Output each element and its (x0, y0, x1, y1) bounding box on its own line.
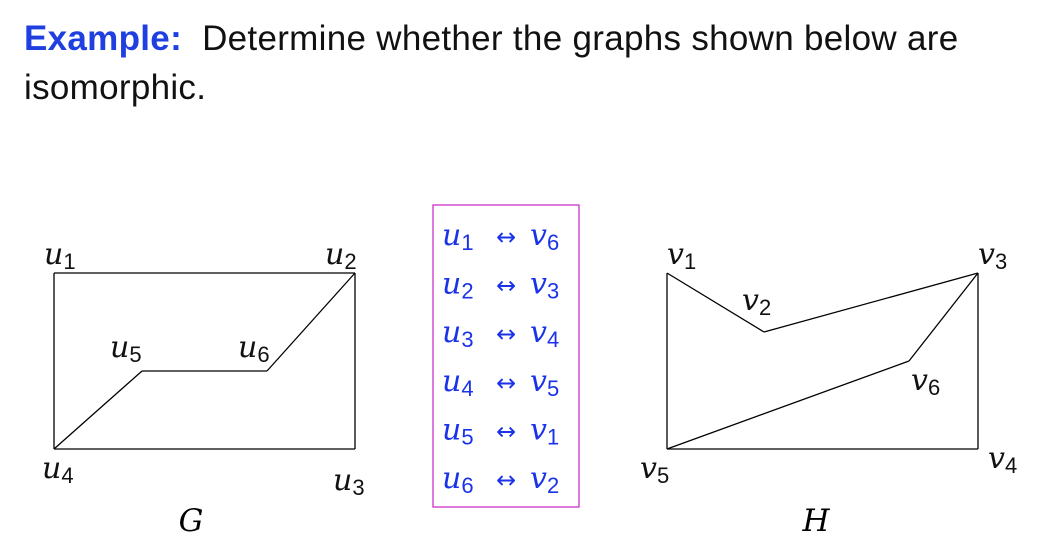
graph-h-vertex-label-v3: v3 (978, 237, 1007, 274)
graph-g-edge-u6-u2 (266, 272, 356, 372)
mapping-to: v1 (530, 412, 559, 449)
graph-h-edge-v6-v3 (908, 272, 979, 362)
graph-g-edge-u4-u5 (53, 370, 143, 450)
graph-g-labels: u1 u2 u3 u4 u5 u6 (42, 237, 365, 500)
mapping-arrow: ↔ (496, 369, 516, 397)
mapping-row: u4 ↔ v5 (442, 364, 559, 401)
graph-h-name: H (801, 503, 830, 539)
graph-h-vertex-label-v4: v4 (988, 441, 1017, 478)
graph-g-vertex-label-u1: u1 (44, 237, 76, 274)
mapping-to: v6 (530, 218, 559, 255)
graph-g-vertex-label-u5: u5 (110, 330, 142, 367)
mapping-row: u2 ↔ v3 (442, 267, 559, 304)
graph-h-edge-v1-v2 (666, 272, 765, 333)
example-question: Determine whether the graphs shown below… (24, 19, 959, 107)
graph-g-name: G (179, 503, 204, 539)
mapping-arrow: ↔ (496, 466, 516, 494)
mapping-to: v2 (530, 461, 559, 498)
graph-h-labels: v1 v2 v3 v4 v5 v6 (640, 237, 1017, 488)
mapping-row: u5 ↔ v1 (442, 412, 559, 449)
graph-h-edge-v2-v3 (763, 272, 979, 333)
graph-g-edges (53, 272, 356, 450)
graph-g-vertex-label-u2: u2 (325, 237, 357, 274)
mapping-arrow: ↔ (496, 272, 516, 300)
mapping-from: u5 (442, 412, 474, 449)
example-statement: Example: Determine whether the graphs sh… (24, 14, 1034, 112)
mapping-arrow: ↔ (496, 223, 516, 251)
mapping-row: u3 ↔ v4 (442, 315, 559, 352)
mapping-arrow: ↔ (496, 417, 516, 445)
mapping-rows: u1 ↔ v6 u2 ↔ v3 u3 ↔ v4 u4 ↔ v5 u5 ↔ v1 u6 ↔ v2 (442, 218, 559, 498)
graph-h-edge-v5-v6 (666, 360, 910, 450)
graph-h-vertex-label-v2: v2 (742, 283, 771, 320)
mapping-box (432, 204, 580, 508)
graph-g-vertex-label-u4: u4 (42, 451, 74, 488)
example-keyword: Example: (24, 19, 183, 58)
mapping-from: u3 (442, 315, 474, 352)
mapping-from: u1 (442, 218, 474, 255)
graph-g-vertex-label-u3: u3 (333, 463, 365, 500)
mapping-row: u1 ↔ v6 (442, 218, 559, 255)
mapping-row: u6 ↔ v2 (442, 461, 559, 498)
graph-h-vertex-label-v6: v6 (911, 363, 940, 400)
mapping-to: v5 (530, 364, 559, 401)
graph-h-vertex-label-v1: v1 (667, 237, 696, 274)
mapping-arrow: ↔ (496, 320, 516, 348)
mapping-from: u4 (442, 364, 474, 401)
graph-g-vertex-label-u6: u6 (238, 330, 270, 367)
mapping-to: v3 (530, 267, 559, 304)
mapping-from: u2 (442, 267, 474, 304)
mapping-to: v4 (530, 315, 559, 352)
mapping-from: u6 (442, 461, 474, 498)
graph-h-edges (666, 272, 979, 450)
graph-h-vertex-label-v5: v5 (640, 451, 669, 488)
